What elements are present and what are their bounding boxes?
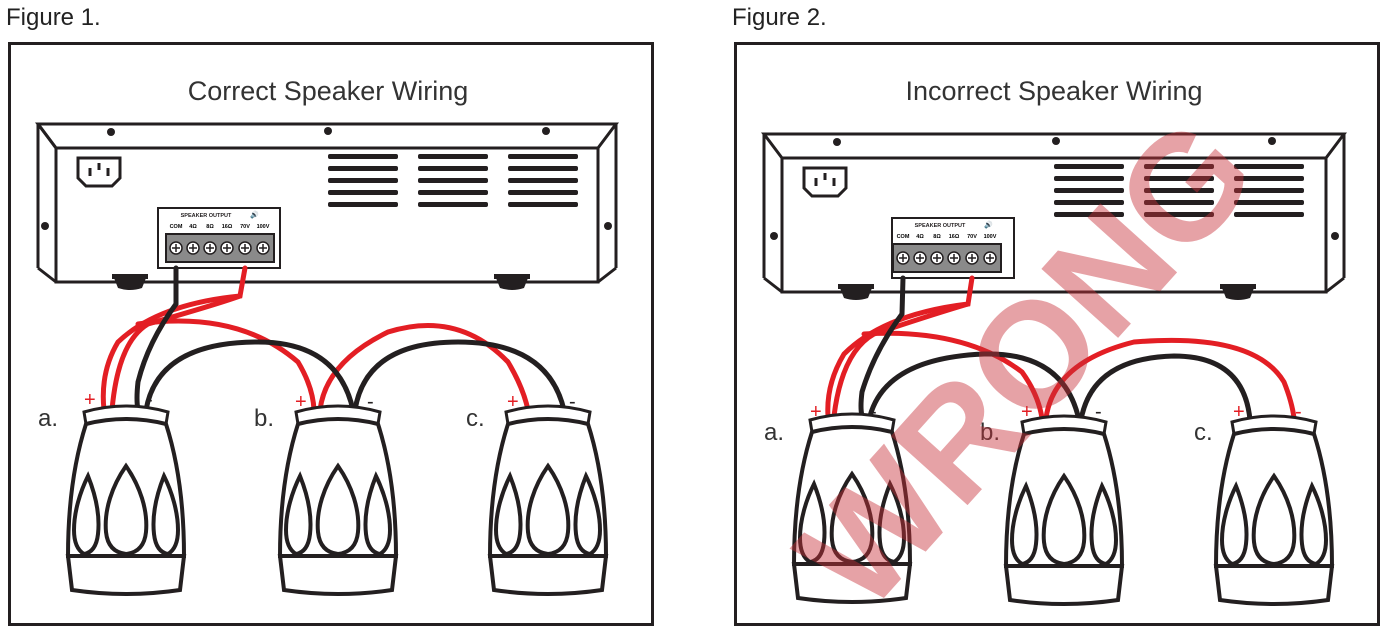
figure-1-panel: Correct Speaker Wiring SPE xyxy=(8,42,654,626)
speaker-output-terminal-block: SPEAKER OUTPUT 🔊 COM 4Ω 8Ω 16Ω 70V 100V xyxy=(891,217,1015,279)
speaker-label: c. xyxy=(1194,419,1213,446)
amplifier: SPEAKER OUTPUT 🔊 COM 4Ω 8Ω 16Ω 70V 100V xyxy=(761,132,1347,300)
negative-mark: - xyxy=(1295,401,1302,423)
screw-icon xyxy=(1052,137,1060,145)
terminal-label: 16Ω xyxy=(949,234,960,240)
speaker-a xyxy=(66,404,186,596)
negative-mark: - xyxy=(146,389,153,411)
wiring xyxy=(825,275,1297,423)
terminal-label: 100V xyxy=(257,224,270,230)
negative-mark: - xyxy=(1095,401,1102,423)
terminal-header: SPEAKER OUTPUT xyxy=(181,213,232,219)
amplifier: SPEAKER OUTPUT 🔊 COM 4Ω 8Ω 16Ω 70V 100V xyxy=(35,122,619,290)
screw-icon xyxy=(604,222,612,230)
positive-mark: + xyxy=(507,391,519,413)
screw-icon xyxy=(770,232,778,240)
speaker-c xyxy=(1214,414,1334,606)
screw-icon xyxy=(324,127,332,135)
speaker-label: a. xyxy=(764,419,784,446)
positive-wire xyxy=(317,323,531,413)
vent-grille xyxy=(1054,164,1304,217)
positive-wire xyxy=(135,318,317,413)
negative-wire xyxy=(867,351,1082,423)
terminal-label: 70V xyxy=(967,234,977,240)
terminal-label: 100V xyxy=(984,234,997,240)
positive-mark: + xyxy=(810,401,822,423)
speaker-output-terminal-block: SPEAKER OUTPUT 🔊 COM 4Ω 8Ω 16Ω 70V 100V xyxy=(157,207,281,269)
screw-icon xyxy=(542,127,550,135)
wiring xyxy=(100,265,567,413)
screw-icon xyxy=(833,138,841,146)
terminal-label: 4Ω xyxy=(916,234,924,240)
positive-mark: + xyxy=(84,389,96,411)
positive-wire xyxy=(861,330,1045,421)
speaker-c xyxy=(488,404,608,596)
positive-wire xyxy=(1043,337,1297,421)
power-inlet-icon xyxy=(802,166,848,198)
speaker-symbol-icon: 🔊 xyxy=(250,210,259,219)
screw-icon xyxy=(41,222,49,230)
terminal-label: COM xyxy=(170,224,183,230)
positive-mark: + xyxy=(1021,401,1033,423)
negative-wire xyxy=(1078,353,1253,423)
terminal-label: 16Ω xyxy=(222,224,233,230)
terminal-label: 70V xyxy=(240,224,250,230)
negative-wire xyxy=(352,339,567,413)
figure-2-panel: Incorrect Speaker Wiring SPEAKER OUTPUT … xyxy=(734,42,1380,626)
positive-mark: + xyxy=(295,391,307,413)
speaker-label: b. xyxy=(254,405,274,432)
positive-mark: + xyxy=(1233,401,1245,423)
positive-wire xyxy=(100,265,248,413)
figure-1-label: Figure 1. xyxy=(6,4,101,31)
terminal-label: 8Ω xyxy=(933,234,941,240)
screw-icon xyxy=(1331,232,1339,240)
terminal-label: 4Ω xyxy=(189,224,197,230)
speaker-label: c. xyxy=(466,405,485,432)
negative-mark: - xyxy=(870,401,877,423)
negative-wire xyxy=(143,339,356,413)
speaker-symbol-icon: 🔊 xyxy=(984,220,993,229)
negative-wire xyxy=(858,275,906,419)
terminal-label: COM xyxy=(897,234,910,240)
speaker-label: b. xyxy=(980,419,1000,446)
speaker-label: a. xyxy=(38,405,58,432)
figure-title: Incorrect Speaker Wiring xyxy=(905,76,1202,106)
terminal-header: SPEAKER OUTPUT xyxy=(915,223,966,229)
negative-wire xyxy=(134,265,179,413)
positive-wire xyxy=(825,275,975,419)
vent-grille xyxy=(328,154,578,207)
screw-icon xyxy=(1268,137,1276,145)
terminal-label: 8Ω xyxy=(206,224,214,230)
figure-title: Correct Speaker Wiring xyxy=(188,76,469,106)
power-inlet-icon xyxy=(76,156,122,188)
negative-mark: - xyxy=(367,391,374,413)
speaker-b xyxy=(278,404,398,596)
figure-2-label: Figure 2. xyxy=(732,4,827,31)
negative-mark: - xyxy=(569,391,576,413)
screw-icon xyxy=(107,128,115,136)
